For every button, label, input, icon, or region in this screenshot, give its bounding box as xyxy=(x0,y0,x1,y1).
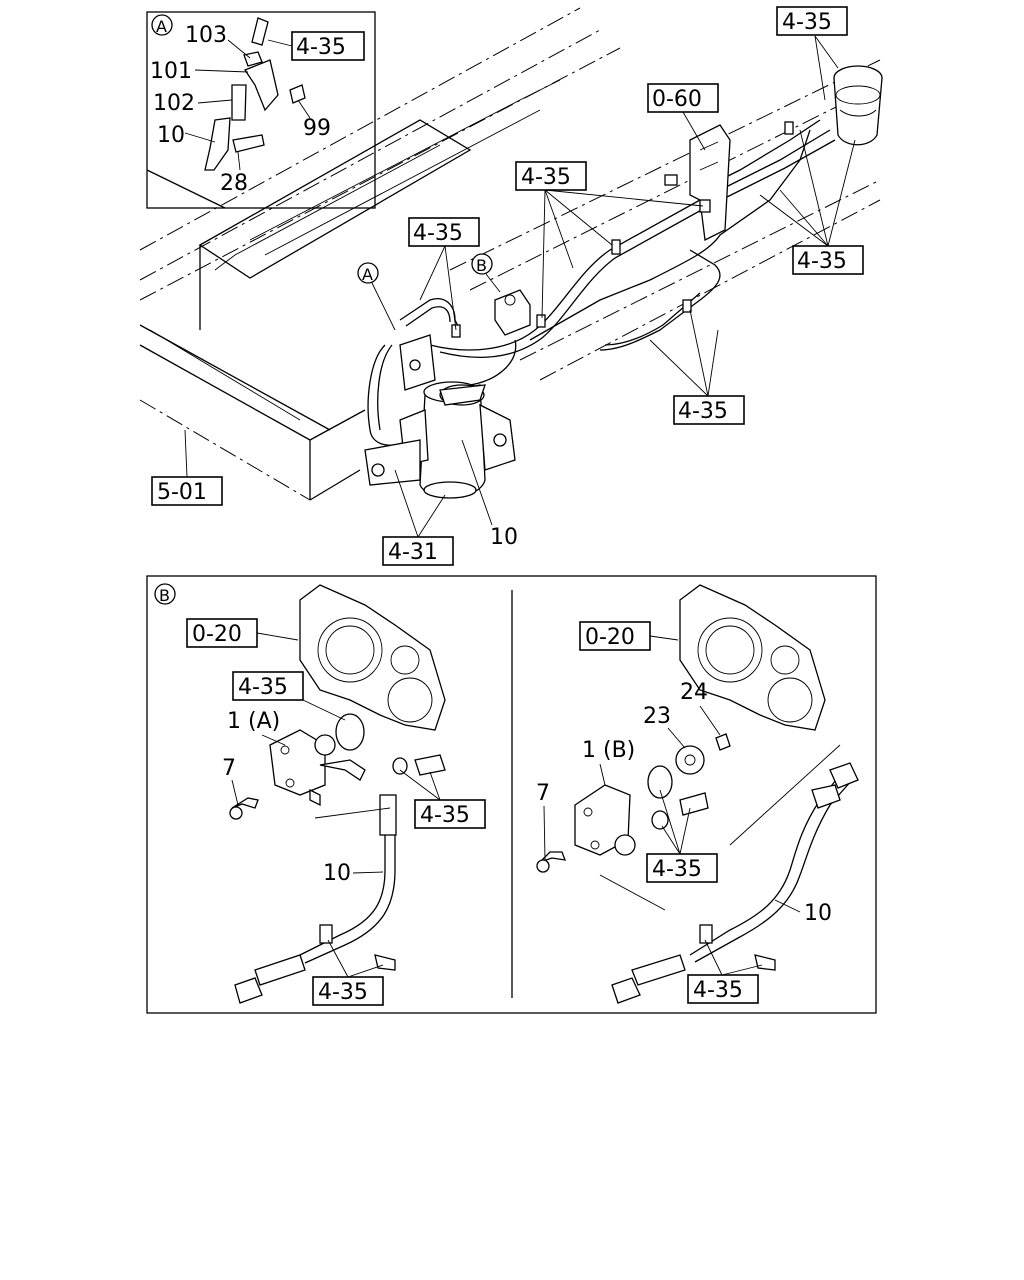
part-103-label: 103 xyxy=(185,23,227,48)
inset-a-letter: A xyxy=(156,17,167,36)
right-ref-020: 0-20 xyxy=(585,625,635,650)
left-ref-435a: 4-35 xyxy=(238,675,288,700)
bracket-0-60 xyxy=(664,124,731,241)
line-fittings xyxy=(451,121,794,338)
right-part-7: 7 xyxy=(536,781,550,806)
ref-box-435-right xyxy=(792,245,864,275)
battery-tank xyxy=(139,79,561,501)
left-ref-box-435a xyxy=(232,671,304,701)
ref-box-435-top-right xyxy=(776,6,848,36)
ref-box-435-lower xyxy=(673,395,745,425)
ref-435-mid: 4-35 xyxy=(521,165,571,190)
detail-b-frame xyxy=(146,575,877,1014)
marker-b-letter: B xyxy=(476,256,487,275)
inset-a-leaders xyxy=(184,39,311,171)
right-ref-435b: 4-35 xyxy=(693,978,743,1003)
valve-b xyxy=(494,289,531,336)
left-ref-435b: 4-35 xyxy=(420,803,470,828)
part-101-label: 101 xyxy=(150,59,192,84)
detail-b-letter-circle xyxy=(154,583,176,605)
right-part-23: 23 xyxy=(643,704,671,729)
ref-box-435-left xyxy=(408,217,480,247)
detail-b-letter: B xyxy=(159,586,170,605)
ref-435-left: 4-35 xyxy=(413,221,463,246)
ref-box-435-mid xyxy=(515,161,587,191)
left-part-7: 7 xyxy=(222,756,236,781)
right-ref-box-435a xyxy=(646,853,718,883)
steering-gear-unit xyxy=(364,334,516,499)
right-ref-box-435b xyxy=(687,974,759,1004)
right-ref-box-020 xyxy=(579,621,651,651)
left-ref-435c: 4-35 xyxy=(318,980,368,1005)
right-part-1b: 1 (B) xyxy=(582,738,635,763)
part-10-label-a: 10 xyxy=(157,123,185,148)
left-part-1a: 1 (A) xyxy=(227,709,280,734)
top-assembly: A 103 101 102 10 28 99 4-35 4-35 0-60 4-… xyxy=(139,6,883,566)
ref-box-060 xyxy=(647,83,719,113)
ref-501: 5-01 xyxy=(157,480,207,505)
hydraulic-lines xyxy=(367,119,836,446)
right-ref-435a: 4-35 xyxy=(652,857,702,882)
ref-060: 0-60 xyxy=(652,87,702,112)
inset-a-letter-circle xyxy=(151,14,173,36)
left-ref-020: 0-20 xyxy=(192,622,242,647)
detail-b: B xyxy=(146,575,877,1014)
ref-a-435-label: 4-35 xyxy=(296,35,346,60)
part-10-label-top: 10 xyxy=(490,525,518,550)
marker-b-circle xyxy=(471,253,493,275)
left-ref-box-435b xyxy=(414,799,486,829)
ref-435-right: 4-35 xyxy=(797,249,847,274)
marker-a-letter: A xyxy=(362,265,373,284)
part-28-label: 28 xyxy=(220,171,248,196)
ref-435-top-right: 4-35 xyxy=(782,10,832,35)
marker-a-circle xyxy=(357,262,379,284)
left-part-10: 10 xyxy=(323,861,351,886)
right-part-10: 10 xyxy=(804,901,832,926)
variant-right xyxy=(536,584,859,1004)
inset-a-frame xyxy=(146,11,376,209)
ref-box-a-435 xyxy=(291,31,365,61)
variant-left xyxy=(229,584,446,1004)
part-99-label: 99 xyxy=(303,116,331,141)
inset-a-parts xyxy=(204,17,306,171)
part-102-label: 102 xyxy=(153,91,195,116)
ref-431: 4-31 xyxy=(388,540,438,565)
right-part-24: 24 xyxy=(680,680,708,705)
ref-435-lower: 4-35 xyxy=(678,399,728,424)
ref-box-431 xyxy=(382,536,454,566)
fluid-reservoir xyxy=(833,65,883,146)
